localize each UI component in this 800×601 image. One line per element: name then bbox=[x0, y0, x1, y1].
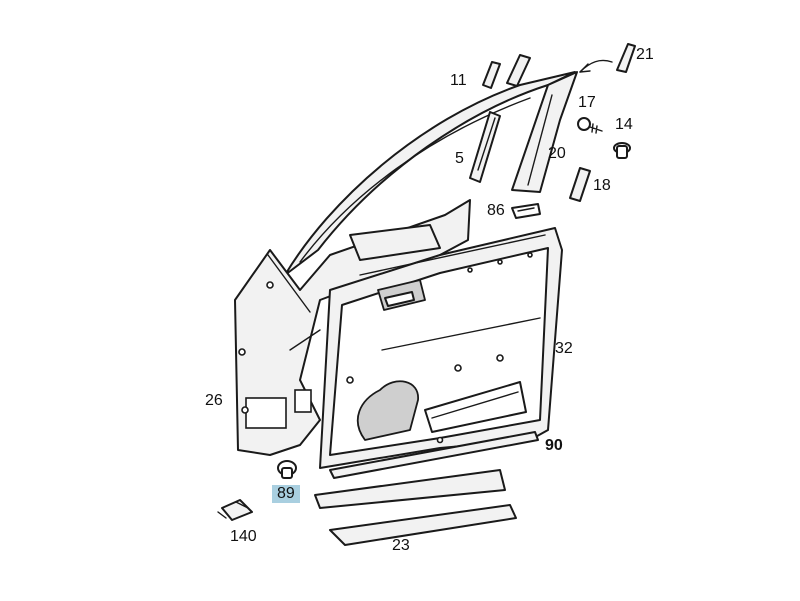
part-140-bracket bbox=[217, 499, 253, 521]
part-18-strip bbox=[569, 167, 591, 202]
callout-20: 20 bbox=[548, 145, 566, 162]
part-21-clip bbox=[579, 43, 636, 73]
callout-90: 90 bbox=[545, 437, 563, 454]
part-17-screw bbox=[577, 117, 603, 134]
callout-89: 89 bbox=[272, 485, 300, 503]
part-14-clip bbox=[613, 142, 631, 159]
part-32-door-trim-panel bbox=[319, 227, 563, 469]
callout-86: 86 bbox=[487, 202, 505, 219]
callout-32: 32 bbox=[555, 340, 573, 357]
callout-5: 5 bbox=[455, 150, 464, 167]
part-86-housing bbox=[511, 203, 541, 219]
part-11-strips bbox=[482, 54, 531, 89]
part-23-sill-moulding bbox=[314, 469, 517, 546]
callout-14: 14 bbox=[615, 116, 633, 133]
part-89-clip bbox=[277, 460, 297, 479]
callout-26: 26 bbox=[205, 392, 223, 409]
callout-21: 21 bbox=[636, 46, 654, 63]
part-90-lower-strip bbox=[329, 431, 539, 479]
callout-17: 17 bbox=[578, 94, 596, 111]
callout-23: 23 bbox=[392, 537, 410, 554]
part-20-pillar-cover bbox=[511, 71, 578, 193]
callout-140: 140 bbox=[230, 528, 257, 545]
callout-18: 18 bbox=[593, 177, 611, 194]
callout-11: 11 bbox=[450, 72, 467, 89]
part-5-trim bbox=[469, 111, 501, 183]
